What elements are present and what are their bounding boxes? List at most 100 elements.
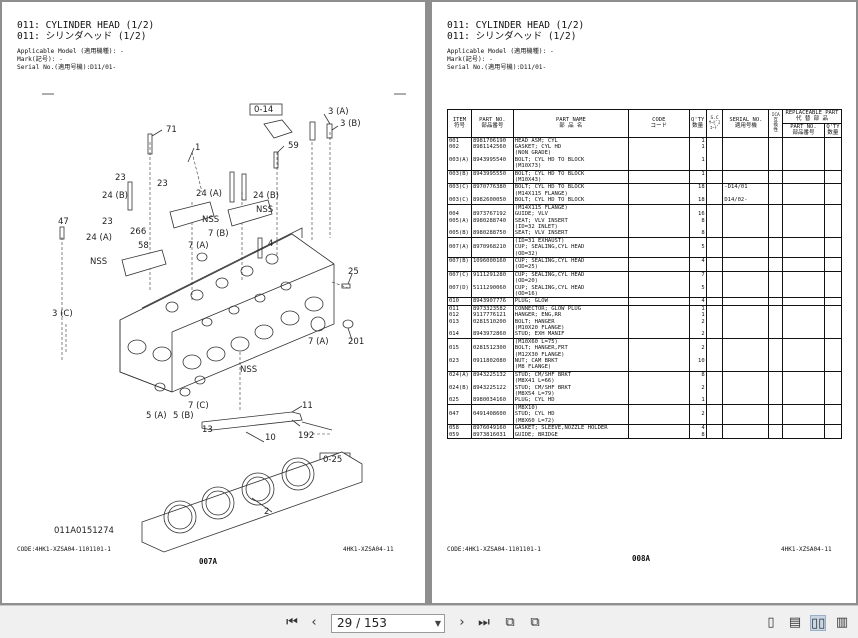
cell-part-name: STUD; CM/SHF BRKT	[512, 370, 629, 379]
cell-rp-qty	[823, 256, 843, 265]
next-page-button[interactable]: ›	[454, 615, 470, 631]
cell-part-no: 1096000160	[470, 256, 514, 265]
cell-rp-qty	[823, 163, 843, 171]
go-forward-button[interactable]: ⧉	[527, 615, 543, 631]
cell-qty	[688, 278, 707, 285]
cell-part-no: 8943995550	[470, 169, 514, 178]
cell-serial	[722, 217, 770, 224]
two-page-view-button[interactable]: ▯▯	[810, 615, 826, 631]
cell-ica	[768, 169, 784, 178]
cell-qty	[688, 264, 707, 272]
cell-item	[447, 264, 472, 272]
first-page-button[interactable]: ⏮	[284, 615, 300, 631]
callout-47: 47	[58, 217, 69, 227]
cell-code	[627, 337, 690, 346]
table-row: (NON GRADE)	[447, 150, 843, 157]
cell-rp-qty	[823, 337, 843, 346]
last-page-button[interactable]: ⏭	[476, 615, 492, 631]
cell-qty: 2	[688, 318, 707, 325]
cell-rp-qty	[823, 223, 843, 231]
callout-59: 59	[288, 141, 299, 151]
cell-qty	[688, 325, 707, 332]
cell-part-name: (OD=32)	[512, 250, 629, 258]
cell-part-name: (OD=25)	[512, 264, 629, 272]
table-row: (M14X115 FLANGE)	[447, 190, 843, 198]
cell-serial	[722, 384, 770, 392]
page-left-diagram: 011: CYLINDER HEAD (1/2) 011: シリンダヘッド (1…	[2, 2, 425, 603]
cell-service-code	[705, 370, 724, 379]
cell-code	[627, 250, 690, 258]
callout-25: 25	[348, 267, 359, 277]
cell-part-name: BOLT; CYL HD TO BLOCK	[512, 156, 629, 164]
cell-rp-qty	[823, 411, 843, 418]
cell-rp-part	[782, 230, 825, 238]
two-page-icon: ▯▯	[811, 616, 826, 631]
cell-rp-qty	[823, 250, 843, 258]
cell-rp-qty	[823, 318, 843, 325]
cell-ica	[768, 370, 784, 379]
left-page-id: 007A	[199, 557, 218, 566]
cell-code	[627, 424, 690, 432]
go-back-button[interactable]: ⧉	[502, 615, 518, 631]
callout-23: 23	[115, 173, 126, 183]
document-viewer: 011: CYLINDER HEAD (1/2) 011: シリンダヘッド (1…	[0, 0, 858, 605]
cell-part-no: 8943972860	[470, 331, 514, 339]
prev-page-button[interactable]: ‹	[306, 615, 322, 631]
cell-part-no: 8970776380	[470, 183, 514, 191]
cell-rp-part	[782, 169, 825, 178]
callout-3b: 3 (B)	[340, 119, 361, 129]
cell-code	[627, 177, 690, 184]
continuous-view-button[interactable]: ▤	[787, 615, 803, 631]
cell-rp-qty	[823, 270, 843, 279]
cell-rp-qty	[823, 244, 843, 251]
cell-serial	[722, 270, 770, 279]
cell-service-code	[705, 203, 724, 212]
cell-serial	[722, 203, 770, 212]
cell-part-no	[470, 163, 514, 171]
page-number-field[interactable]: 29 / 153 ▼	[331, 614, 445, 633]
cell-item: 007(D)	[447, 284, 472, 291]
header-code: CODE コード	[627, 109, 690, 138]
cell-part-name: (M10X20 FLANGE)	[512, 325, 629, 332]
cell-item: 047	[447, 411, 472, 418]
cell-qty	[688, 378, 707, 385]
cell-part-no	[470, 417, 514, 425]
cell-ica	[768, 297, 784, 306]
cell-service-code	[705, 337, 724, 346]
cell-rp-qty	[823, 183, 843, 191]
cell-part-no: 8943225132	[470, 370, 514, 379]
cell-item	[447, 203, 472, 212]
table-row: (OD=20)	[447, 278, 843, 285]
cell-rp-part	[782, 304, 825, 313]
cell-part-name: (M14X115 FLANGE)	[512, 190, 629, 198]
cell-item: 005(B)	[447, 230, 472, 238]
callout-24b: 24 (B)	[102, 191, 128, 201]
header-part-no: PART NO. 部品番号	[470, 109, 514, 138]
cell-code	[627, 290, 690, 298]
cell-code	[627, 417, 690, 425]
cell-item	[447, 337, 472, 346]
cell-ica	[768, 163, 784, 171]
cell-qty: 2	[688, 384, 707, 392]
cell-serial: D14/02-	[722, 197, 770, 205]
cell-item: 015	[447, 345, 472, 352]
go-forward-icon: ⧉	[530, 615, 540, 630]
cell-code	[627, 297, 690, 306]
cell-serial	[722, 391, 770, 398]
two-page-continuous-button[interactable]: ▥	[834, 615, 850, 631]
callout-0-25: 0-25	[323, 455, 342, 465]
cell-part-no	[470, 177, 514, 184]
cell-part-no	[470, 290, 514, 298]
cell-serial	[722, 378, 770, 385]
cell-part-name: BOLT; HANGER	[512, 318, 629, 325]
cell-qty	[688, 250, 707, 258]
cell-rp-qty	[823, 236, 843, 245]
table-row: (M8 FLANGE)	[447, 364, 843, 372]
single-page-view-button[interactable]: ▯	[763, 615, 779, 631]
cell-item: 013	[447, 318, 472, 325]
